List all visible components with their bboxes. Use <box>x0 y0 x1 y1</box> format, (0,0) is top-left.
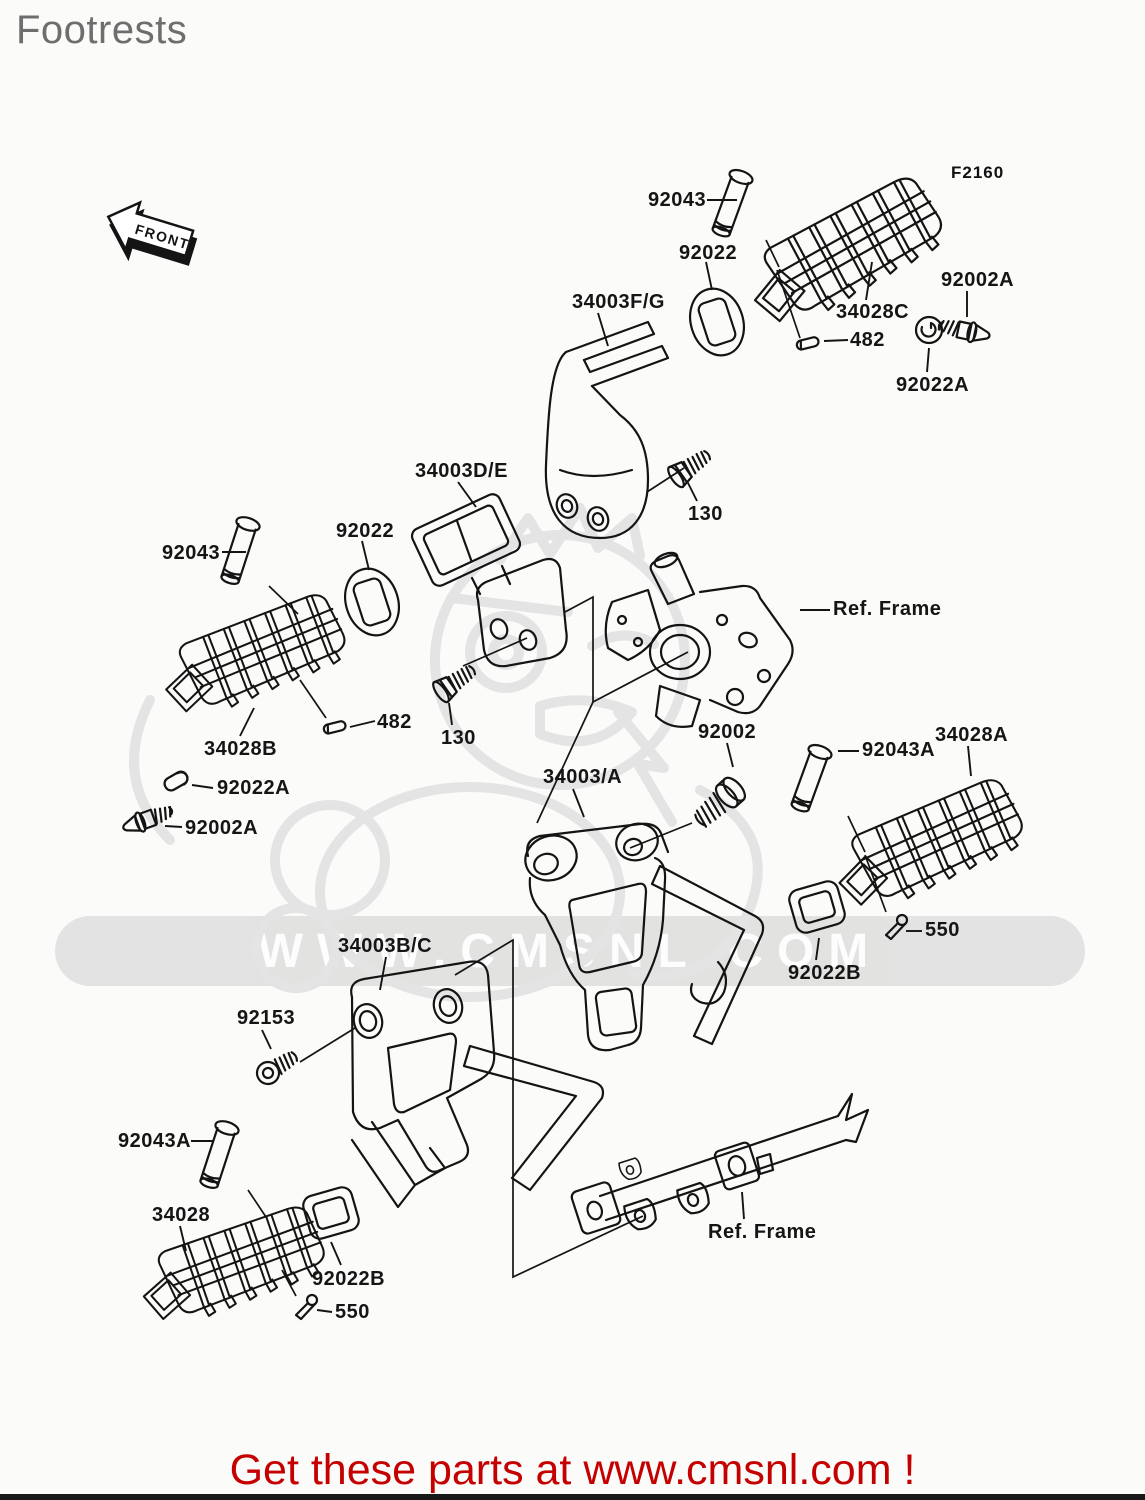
part-label-92022b-right: 92022B <box>788 962 862 984</box>
bracket-34003a-part <box>524 822 765 1052</box>
leader-line-2 <box>597 312 609 347</box>
construction-line-9 <box>847 815 866 853</box>
leader-line-27 <box>330 1241 342 1266</box>
construction-line-14 <box>281 1269 297 1297</box>
leader-lines <box>164 199 972 1313</box>
part-label-482-left: 482 <box>377 711 412 733</box>
part-label-92043-upper: 92043 <box>648 189 707 211</box>
part-label-92022-left: 92022 <box>336 520 395 542</box>
leader-line-6 <box>926 347 930 373</box>
front-arrow-icon: FRONT <box>106 200 198 266</box>
leader-line-18 <box>572 788 585 818</box>
leader-line-15 <box>164 825 183 828</box>
page-title: Footrests <box>16 8 188 52</box>
leader-line-12 <box>448 702 453 726</box>
part-label-92153: 92153 <box>237 1007 296 1029</box>
part-label-92022b-lower: 92022B <box>312 1268 386 1290</box>
footer-banner: Get these parts at www.cmsnl.com ! <box>0 1446 1145 1495</box>
part-label-550-lower: 550 <box>335 1301 370 1323</box>
construction-line-4 <box>454 938 644 1279</box>
construction-line-7 <box>765 239 780 268</box>
construction-line-1 <box>536 701 594 824</box>
part-label-92002: 92002 <box>698 721 757 743</box>
part-label-482-upper: 482 <box>850 329 885 351</box>
construction-line-0 <box>564 595 689 704</box>
leader-line-3 <box>865 261 873 301</box>
part-label-34028c: 34028C <box>836 301 910 323</box>
part-label-ref-frame-lower: Ref. Frame <box>708 1221 817 1243</box>
leader-line-7 <box>457 481 477 508</box>
bracket-34003fg-part <box>544 320 670 540</box>
part-label-34028b: 34028B <box>204 738 278 760</box>
part-label-92043-left: 92043 <box>162 542 221 564</box>
construction-line-13 <box>864 854 887 913</box>
construction-line-12 <box>299 679 327 719</box>
leader-line-29 <box>741 1191 745 1220</box>
leader-line-26 <box>179 1225 187 1252</box>
part-label-130-upper: 130 <box>688 503 723 525</box>
ref-frame-upper-part <box>604 551 794 728</box>
part-label-34003bc: 34003B/C <box>338 935 433 957</box>
construction-lines <box>247 239 887 1297</box>
bracket-34003de-part <box>410 493 568 668</box>
bottom-edge-line <box>0 1494 1145 1500</box>
leader-line-8 <box>686 480 698 502</box>
part-label-130-left: 130 <box>441 727 476 749</box>
leader-line-24 <box>261 1029 272 1050</box>
part-label-92022a-left: 92022A <box>217 777 291 799</box>
leader-line-13 <box>239 707 255 737</box>
leader-line-1 <box>705 261 713 291</box>
part-label-550-right: 550 <box>925 919 960 941</box>
leader-line-28 <box>316 1309 333 1313</box>
part-label-34003a: 34003/A <box>543 766 623 788</box>
part-label-92022a-right: 92022A <box>896 374 970 396</box>
part-label-34003de: 34003D/E <box>415 460 508 482</box>
construction-line-2 <box>462 637 528 667</box>
figure-code: F2160 <box>951 163 1005 182</box>
part-label-92022-upper: 92022 <box>679 242 738 264</box>
bracket-34003bc-part <box>350 960 605 1209</box>
part-label-92002a-left: 92002A <box>185 817 259 839</box>
leader-line-10 <box>361 540 370 571</box>
leader-line-11 <box>349 720 376 728</box>
part-label-34003fg: 34003F/G <box>572 291 665 313</box>
part-label-ref-frame-upper: Ref. Frame <box>833 598 942 620</box>
leader-line-5 <box>823 339 849 342</box>
leader-line-14 <box>191 784 214 789</box>
construction-line-5 <box>299 1027 356 1063</box>
leader-line-22 <box>815 937 820 961</box>
part-label-34028: 34028 <box>152 1204 211 1226</box>
part-label-34028a: 34028A <box>935 724 1009 746</box>
part-label-92043a-right: 92043A <box>862 739 936 761</box>
leader-line-23 <box>379 956 387 991</box>
part-label-92002a-right: 92002A <box>941 269 1015 291</box>
ref-frame-lower-part <box>570 1092 870 1235</box>
watermark-mascot-illustration <box>129 503 763 1002</box>
leader-line-20 <box>967 745 972 777</box>
leader-line-17 <box>726 742 734 768</box>
part-label-92043a-lower: 92043A <box>118 1130 192 1152</box>
footer-text: Get these parts at www.cmsnl.com ! <box>229 1446 916 1494</box>
construction-line-10 <box>247 1189 267 1218</box>
